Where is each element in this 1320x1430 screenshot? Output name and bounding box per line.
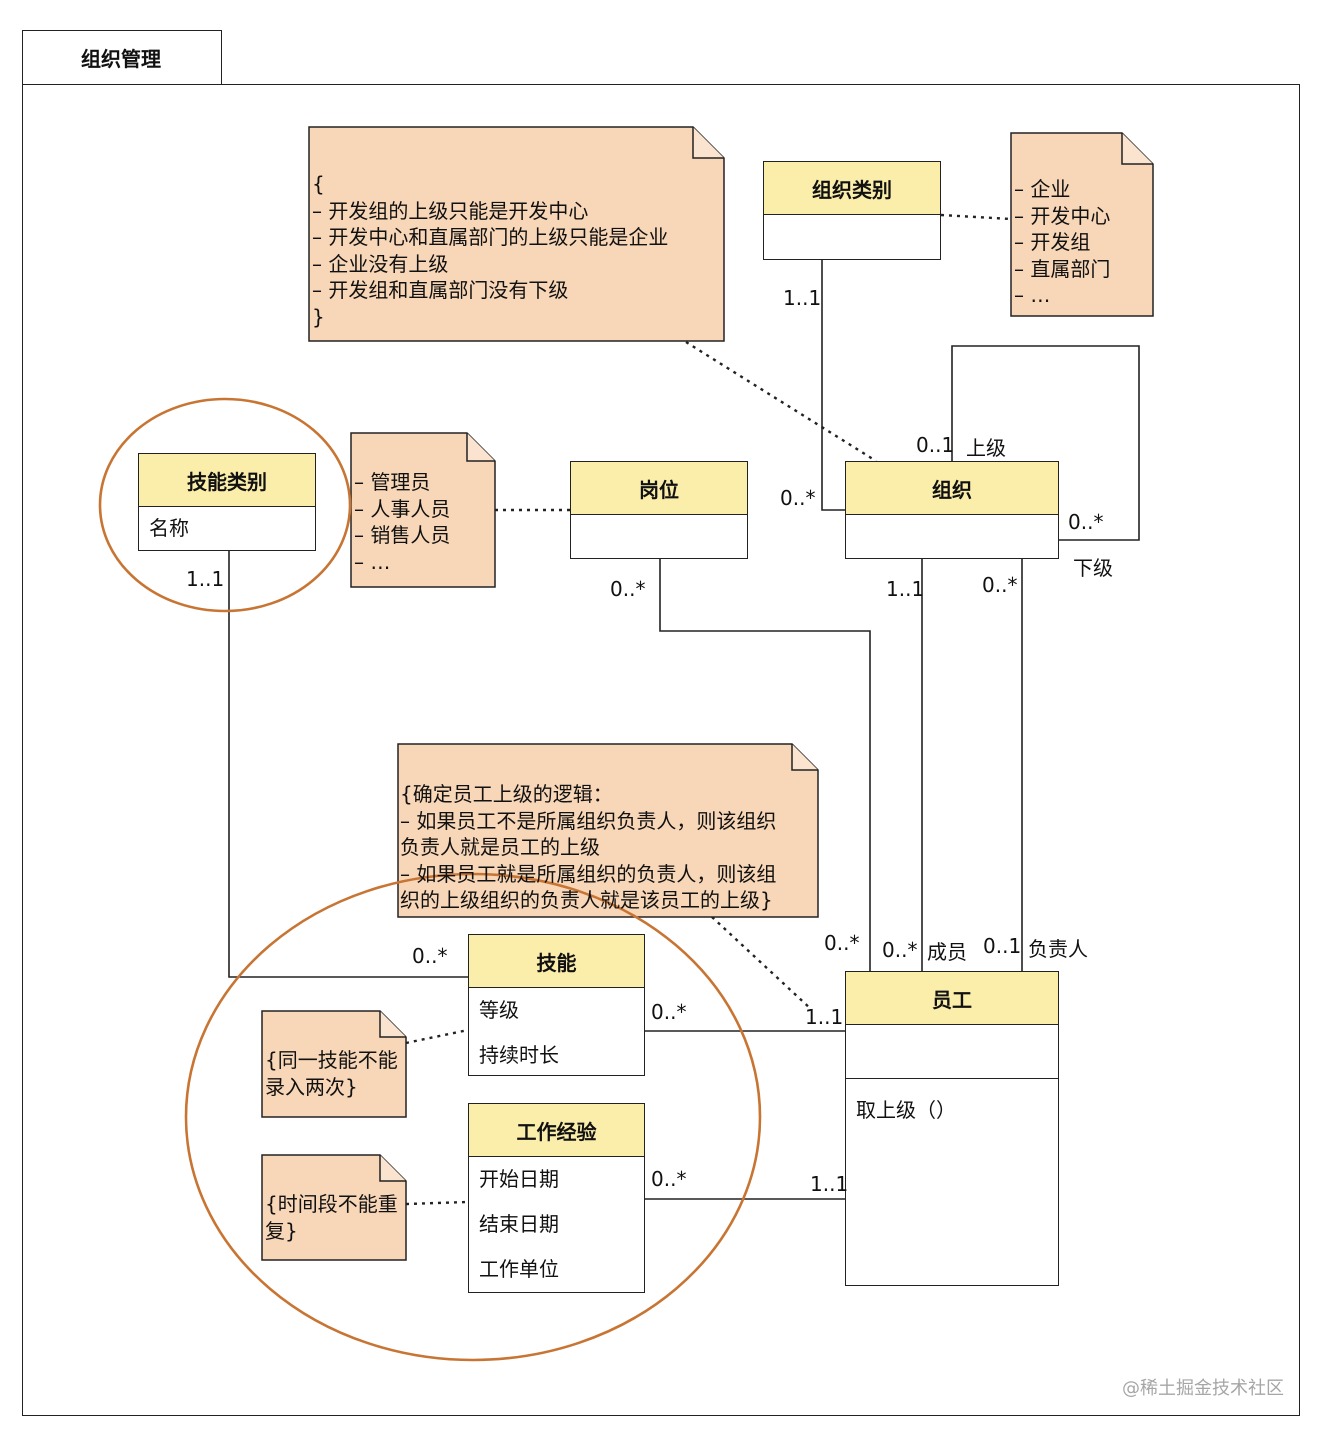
assoc-skilltype-skill bbox=[228, 551, 468, 978]
mult-skill-left: 0..* bbox=[412, 944, 448, 968]
note-link-skill-unique bbox=[405, 1028, 469, 1045]
mult-org-child: 0..* bbox=[1068, 510, 1104, 534]
class-skill-name: 技能 bbox=[469, 935, 644, 988]
class-org[interactable]: 组织 bbox=[845, 461, 1059, 559]
mult-emp-member: 0..* bbox=[882, 938, 918, 962]
mult-emp-leader: 0..1 bbox=[983, 934, 1022, 958]
mult-skilltype: 1..1 bbox=[186, 567, 225, 591]
role-org-parent: 上级 bbox=[966, 436, 1006, 460]
mult-emp-skill: 1..1 bbox=[805, 1005, 844, 1029]
mult-org-member: 1..1 bbox=[886, 577, 925, 601]
note-skill-unique: {同一技能不能 录入两次} bbox=[265, 1048, 398, 1099]
role-emp-leader: 负责人 bbox=[1028, 937, 1088, 961]
attr-start-date: 开始日期 bbox=[479, 1167, 559, 1191]
note-link-superior-logic bbox=[711, 916, 813, 1011]
note-org-type-values: – 企业 – 开发中心 – 开发组 – 直属部门 – … bbox=[1014, 177, 1111, 307]
note-position-values-shape bbox=[350, 432, 496, 588]
package-frame bbox=[22, 84, 1300, 1416]
mult-org-parent: 0..1 bbox=[916, 433, 955, 457]
mult-org-leader: 0..* bbox=[982, 573, 1018, 597]
role-org-child: 下级 bbox=[1073, 556, 1113, 580]
class-employee-name: 员工 bbox=[846, 972, 1058, 1025]
note-link-orgtype-values bbox=[940, 213, 1012, 221]
attr-employer: 工作单位 bbox=[479, 1257, 559, 1281]
note-superior-logic: {确定员工上级的逻辑： – 如果员工不是所属组织负责人，则该组织 负责人就是员工… bbox=[400, 782, 777, 912]
package-title: 组织管理 bbox=[22, 30, 222, 84]
assoc-position-employee bbox=[659, 559, 871, 971]
note-org-rules: { – 开发组的上级只能是开发中心 – 开发中心和直属部门的上级只能是企业 – … bbox=[312, 172, 669, 329]
role-emp-member: 成员 bbox=[927, 940, 967, 964]
class-org-type-name: 组织类别 bbox=[764, 162, 940, 215]
note-period-unique-shape bbox=[261, 1154, 407, 1261]
note-orgtype-values-shape bbox=[1010, 132, 1154, 317]
class-skill[interactable]: 技能 等级 持续时长 bbox=[468, 934, 645, 1076]
class-org-type[interactable]: 组织类别 bbox=[763, 161, 941, 260]
note-link-period-unique bbox=[405, 1200, 469, 1206]
note-period-unique: {时间段不能重 复} bbox=[265, 1192, 398, 1243]
mult-skill-right: 0..* bbox=[651, 1000, 687, 1024]
mult-orgtype: 1..1 bbox=[783, 286, 822, 310]
watermark: @稀土掘金技术社区 bbox=[1122, 1378, 1284, 1399]
attr-level: 等级 bbox=[479, 998, 519, 1022]
note-org-rules-shape bbox=[308, 126, 725, 342]
attr-name: 名称 bbox=[149, 516, 189, 540]
mult-emp-position: 0..* bbox=[824, 931, 860, 955]
attr-end-date: 结束日期 bbox=[479, 1212, 559, 1236]
class-work-experience[interactable]: 工作经验 开始日期 结束日期 工作单位 bbox=[468, 1103, 645, 1293]
note-position-values: – 管理员 – 人事人员 – 销售人员 – … bbox=[354, 470, 451, 574]
assoc-orgtype-org bbox=[821, 260, 845, 511]
class-position-name: 岗位 bbox=[571, 462, 747, 515]
attr-duration: 持续时长 bbox=[479, 1043, 559, 1067]
note-link-org-rules bbox=[685, 340, 877, 463]
mult-workexp: 0..* bbox=[651, 1167, 687, 1191]
mult-position: 0..* bbox=[610, 577, 646, 601]
highlight-circle-skilltype bbox=[98, 397, 352, 613]
class-work-experience-name: 工作经验 bbox=[469, 1104, 644, 1157]
mult-org-left: 0..* bbox=[780, 486, 816, 510]
class-employee[interactable]: 员工 取上级（） bbox=[845, 971, 1059, 1286]
highlight-circle-skill-workexp bbox=[184, 872, 762, 1362]
op-get-superior: 取上级（） bbox=[856, 1098, 956, 1122]
assoc-org-self bbox=[951, 345, 1140, 541]
mult-emp-workexp: 1..1 bbox=[810, 1172, 849, 1196]
class-org-name: 组织 bbox=[846, 462, 1058, 515]
class-skill-type[interactable]: 技能类别 名称 bbox=[138, 453, 316, 551]
class-position[interactable]: 岗位 bbox=[570, 461, 748, 559]
note-skill-unique-shape bbox=[261, 1010, 407, 1118]
class-skill-type-name: 技能类别 bbox=[139, 454, 315, 507]
note-superior-logic-shape bbox=[397, 743, 819, 918]
